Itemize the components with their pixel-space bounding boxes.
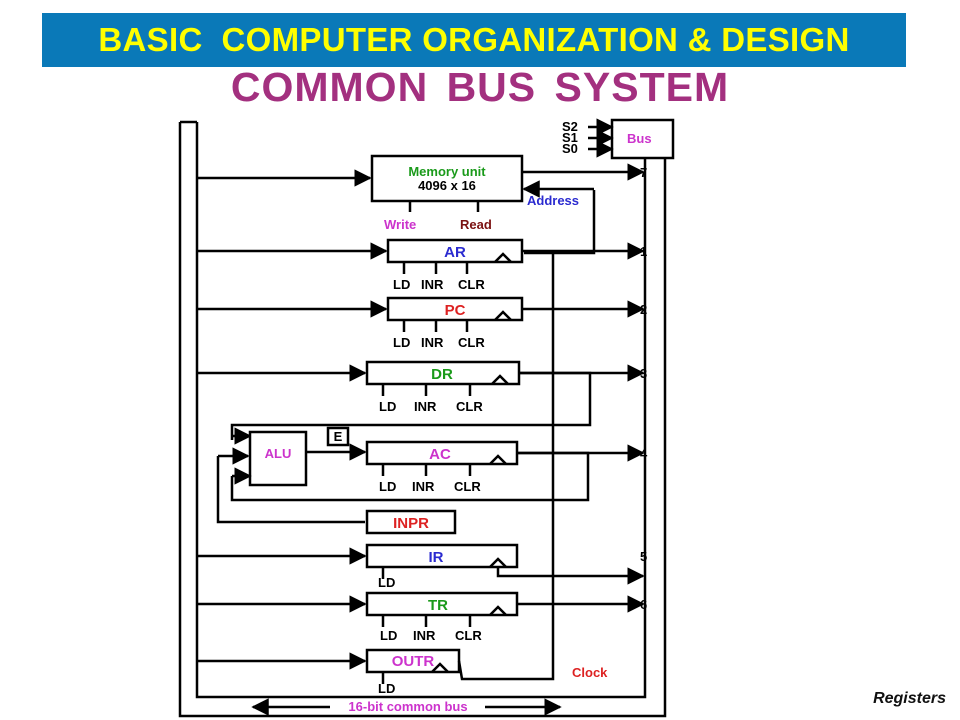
inpr-label: INPR bbox=[393, 515, 429, 532]
ir-out-line bbox=[496, 567, 645, 585]
dr-alu-loop bbox=[230, 371, 592, 440]
ir-ld: LD bbox=[378, 575, 395, 590]
ac-inr: INR bbox=[412, 479, 435, 494]
alu-label: ALU bbox=[265, 446, 292, 461]
s1-label: S1 bbox=[562, 130, 578, 145]
pc-clr: CLR bbox=[458, 335, 485, 350]
tr-inr: INR bbox=[413, 628, 436, 643]
address-line bbox=[524, 190, 596, 255]
bus-number-2: 2 bbox=[640, 302, 647, 317]
bus-number-1: 1 bbox=[640, 244, 647, 259]
e-flag-label: E bbox=[334, 429, 343, 444]
s0-label: S0 bbox=[562, 141, 578, 156]
ar-clr: CLR bbox=[458, 277, 485, 292]
ar-inr: INR bbox=[421, 277, 444, 292]
ar-clock-tick bbox=[494, 252, 512, 263]
tr-clr: CLR bbox=[455, 628, 482, 643]
header-title: BASIC COMPUTER ORGANIZATION & DESIGN bbox=[98, 21, 850, 58]
inpr-alu-loop bbox=[216, 456, 365, 524]
outr-label: OUTR bbox=[392, 653, 435, 670]
bus-number-4: 4 bbox=[640, 446, 648, 461]
inpr-box bbox=[365, 509, 457, 535]
bus-number-3: 3 bbox=[640, 366, 647, 381]
bus-caption: 16-bit common bus bbox=[348, 699, 467, 714]
ir-label: IR bbox=[429, 549, 444, 566]
pc-label: PC bbox=[445, 302, 466, 319]
bus-number-6: 6 bbox=[640, 597, 647, 612]
memory-unit-box bbox=[370, 154, 524, 203]
registers-corner-label: Registers bbox=[873, 690, 946, 707]
memory-read-label: Read bbox=[460, 217, 492, 232]
ar-ld: LD bbox=[393, 277, 410, 292]
outr-ld: LD bbox=[378, 681, 395, 696]
header-bar bbox=[42, 13, 906, 67]
ac-clr: CLR bbox=[454, 479, 481, 494]
ir-box bbox=[365, 543, 519, 569]
pc-inr: INR bbox=[421, 335, 444, 350]
e-flag-box bbox=[326, 426, 350, 447]
s2-label: S2 bbox=[562, 119, 578, 134]
ac-alu-loop bbox=[230, 451, 590, 502]
page-subtitle: COMMON BUS SYSTEM bbox=[230, 64, 730, 110]
ac-ld: LD bbox=[379, 479, 396, 494]
dr-label: DR bbox=[431, 366, 453, 383]
ar-label: AR bbox=[444, 244, 466, 261]
dr-inr: INR bbox=[414, 399, 437, 414]
address-label: Address bbox=[527, 193, 579, 208]
dr-clr: CLR bbox=[456, 399, 483, 414]
clock-label: Clock bbox=[572, 665, 608, 680]
tr-ld: LD bbox=[380, 628, 397, 643]
dr-ld: LD bbox=[379, 399, 396, 414]
bus-number-5: 5 bbox=[640, 549, 647, 564]
bus-frame-outer bbox=[178, 122, 667, 718]
bus-number-7: 7 bbox=[640, 165, 647, 180]
memory-size-label: 4096 x 16 bbox=[418, 178, 476, 193]
ac-label: AC bbox=[429, 446, 451, 463]
pc-ld: LD bbox=[393, 335, 410, 350]
memory-unit-label: Memory unit bbox=[408, 164, 486, 179]
clock-line bbox=[457, 251, 555, 681]
bus-box-label: Bus bbox=[627, 131, 652, 146]
alu-box bbox=[248, 430, 308, 487]
tr-label: TR bbox=[428, 597, 448, 614]
bus-frame-inner bbox=[195, 122, 647, 699]
memory-write-label: Write bbox=[384, 217, 416, 232]
